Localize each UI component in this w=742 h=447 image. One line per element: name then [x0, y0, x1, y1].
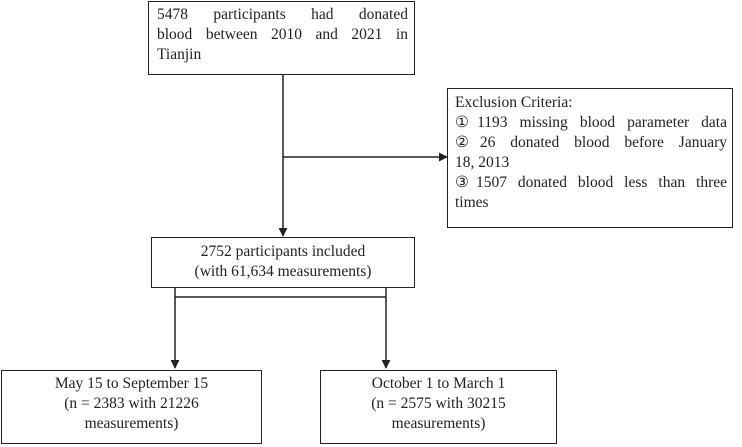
- exclusion-item-cont: times: [455, 194, 489, 211]
- start-box: 5478 participants had donated blood betw…: [148, 1, 415, 75]
- included-box: 2752 participants included (with 61,634 …: [151, 237, 415, 288]
- included-line: 2752 participants included: [200, 243, 366, 260]
- start-line: Tianjin: [157, 46, 202, 63]
- exclusion-item: ①1193 missing blood parameter data: [455, 114, 727, 131]
- start-line: blood between 2010 and 2021 in: [157, 26, 408, 43]
- exclusion-item: ②26 donated blood before January: [455, 134, 727, 151]
- exclusion-box: Exclusion Criteria: ①1193 missing blood …: [447, 88, 733, 228]
- winter-box: October 1 to March 1 (n = 2575 with 3021…: [320, 370, 557, 444]
- winter-line: October 1 to March 1: [371, 375, 506, 392]
- summer-line: May 15 to September 15: [54, 375, 209, 392]
- exclusion-title: Exclusion Criteria:: [455, 94, 573, 111]
- winter-line: measurements): [391, 415, 486, 432]
- exclusion-item-cont: 18, 2013: [455, 154, 510, 171]
- summer-line: measurements): [84, 415, 179, 432]
- summer-box: May 15 to September 15 (n = 2383 with 21…: [1, 370, 262, 444]
- winter-line: (n = 2575 with 30215: [371, 395, 506, 412]
- start-line: 5478 participants had donated: [157, 6, 408, 23]
- included-line: (with 61,634 measurements): [194, 263, 372, 280]
- summer-line: (n = 2383 with 21226: [64, 395, 199, 412]
- exclusion-item: ③1507 donated blood less than three: [455, 174, 727, 191]
